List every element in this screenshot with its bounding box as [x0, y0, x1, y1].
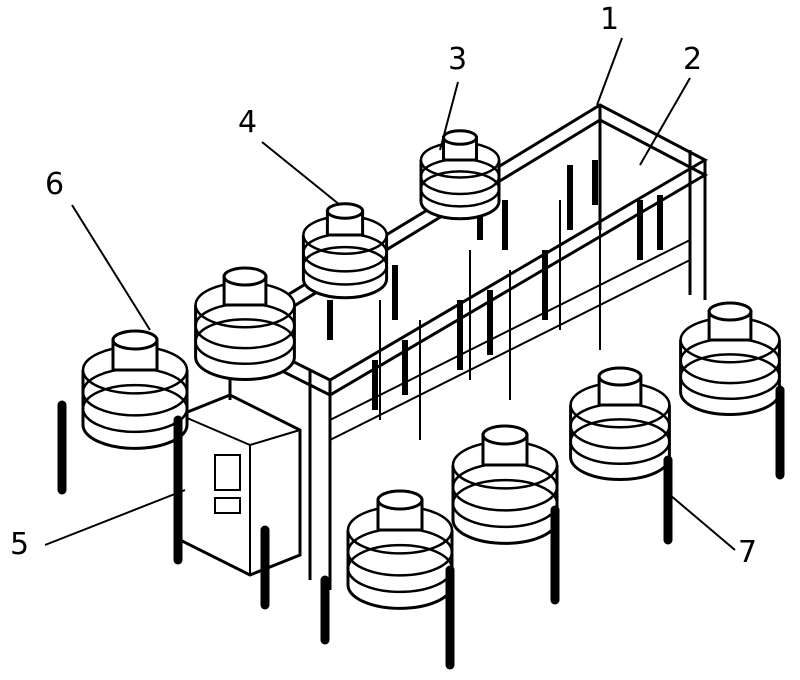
label-7: 7	[738, 535, 758, 570]
label-5: 5	[10, 527, 30, 562]
filter-bars	[327, 160, 663, 410]
label-3: 3	[448, 42, 468, 77]
label-1: 1	[600, 2, 620, 37]
fan-unit	[346, 489, 454, 610]
fan-unit	[81, 329, 189, 450]
legs	[57, 385, 785, 670]
fan-unit	[419, 129, 501, 221]
label-2: 2	[683, 42, 703, 77]
fan-unit	[451, 424, 559, 545]
fan-units	[81, 129, 781, 610]
fan-unit	[679, 301, 781, 416]
label-6: 6	[45, 167, 65, 202]
label-4: 4	[238, 105, 258, 140]
fan-unit	[194, 266, 296, 381]
leader-lines	[44, 37, 736, 551]
control-cabinet	[178, 393, 302, 577]
fan-unit	[301, 202, 389, 300]
fan-unit	[569, 366, 671, 481]
